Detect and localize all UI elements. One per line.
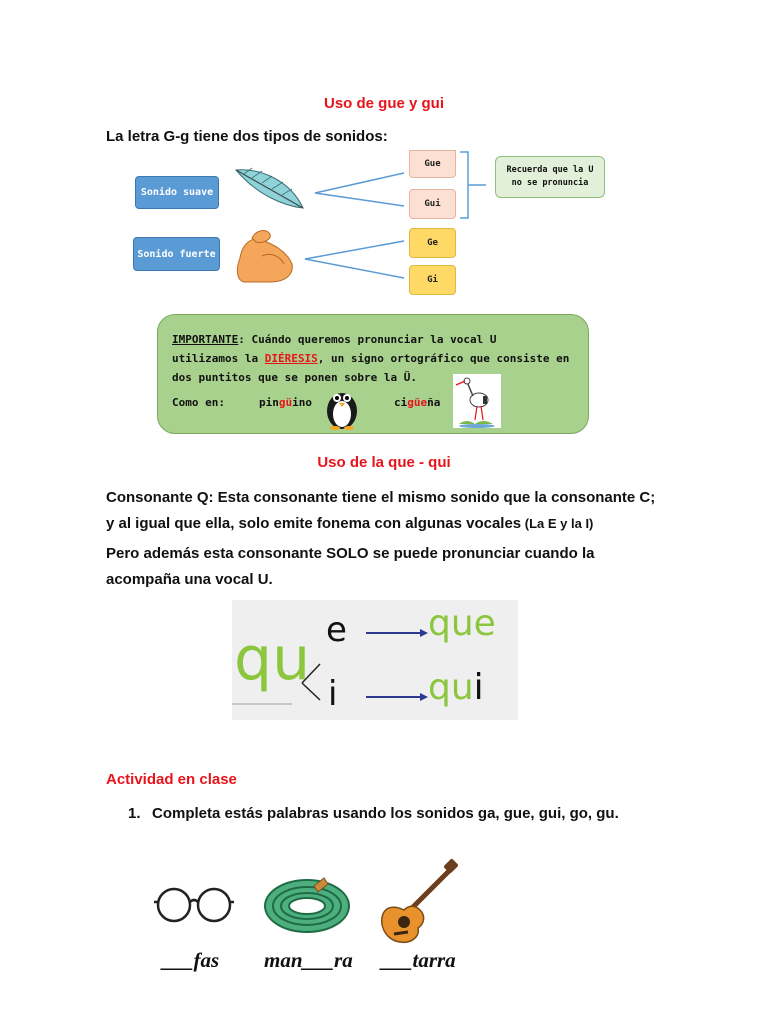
important-line2-post: , un signo ortográfico que consiste en [317, 352, 570, 365]
intro-line: La letra G-g tiene dos tipos de sonidos: [106, 128, 388, 145]
diagram-graphics [234, 151, 486, 283]
pinguino-c: ino [292, 396, 312, 409]
que-word-text: que [428, 603, 496, 644]
paragraph-solo: Pero además esta consonante SOLO se pued… [106, 545, 595, 588]
manguera-blank: ___ [302, 948, 335, 972]
dieresis-word: DIÉRESIS [264, 352, 318, 365]
example-pinguino: pingüino [259, 393, 312, 412]
qui-word: qui [428, 666, 484, 710]
arrow-strong-ge [304, 240, 405, 260]
guitarra-blank: ___ [381, 948, 413, 972]
arrow-soft-gui [314, 192, 405, 207]
ciguena-b: güe [407, 396, 428, 409]
activity-item-number: 1. [128, 805, 141, 822]
como-en-label: Como en: [172, 396, 225, 409]
qu-letters: qu [234, 624, 311, 694]
qui-word-i: i [473, 667, 484, 708]
important-line3: dos puntitos que se ponen sobre la Ü. [172, 371, 418, 384]
note-line-2: no se pronuncia [511, 178, 589, 188]
letter-i: i [328, 674, 338, 714]
letter-e: e [326, 610, 347, 650]
bracket [460, 151, 469, 219]
reminder-note: Recuerda que la U no se pronuncia [495, 156, 605, 198]
activity-title: Actividad en clase [106, 771, 237, 788]
gafas-blank: ___ [162, 948, 194, 972]
stork-icon [453, 374, 501, 428]
strong-sound-box: Sonido fuerte [133, 237, 220, 271]
penguin-icon [327, 393, 357, 430]
activity-item-text: Completa estás palabras usando los sonid… [152, 805, 619, 822]
arrow-soft-gue [314, 172, 405, 194]
manguera-pre: man [264, 948, 303, 972]
que-qui-graphics [232, 629, 428, 705]
note-line-1: Recuerda que la U [506, 165, 594, 175]
paragraph-q: Consonante Q: Esta consonante tiene el m… [106, 485, 666, 537]
gui-box: Gui [409, 189, 456, 219]
important-label: IMPORTANTE [172, 333, 239, 346]
qui-word-qu: qu [428, 667, 474, 708]
arrow-strong-gi [304, 258, 405, 279]
paragraph-q-paren: (La E y la I) [521, 516, 594, 531]
important-text: IMPORTANTE: Cuándo queremos pronunciar l… [172, 330, 569, 387]
important-line2-pre: utilizamos la [172, 352, 265, 365]
paragraph-q-main: Consonante Q: Esta consonante tiene el m… [106, 489, 656, 532]
feather-icon [234, 167, 304, 209]
title-que-qui: Uso de la que - qui [317, 454, 451, 471]
que-word: que [428, 602, 496, 646]
flexed-arm-icon [236, 230, 293, 283]
glasses-icon [154, 887, 234, 923]
word-gafas: ___fas [162, 948, 219, 973]
guitar-icon [380, 859, 458, 944]
important-line1: : Cuándo queremos pronunciar la vocal U [238, 333, 497, 346]
pinguino-a: pin [259, 396, 279, 409]
manguera-rest: ra [334, 948, 353, 972]
hose-icon [264, 877, 350, 933]
gi-box: Gi [409, 265, 456, 295]
pointer-e [301, 663, 321, 684]
guitarra-rest: tarra [412, 948, 456, 972]
word-guitarra: ___tarra [381, 948, 456, 973]
word-manguera: man___ra [264, 948, 353, 973]
ciguena-c: ña [427, 396, 441, 409]
important-box [157, 314, 589, 434]
pointer-i [301, 682, 321, 701]
soft-sound-box: Sonido suave [135, 176, 219, 209]
ge-box: Ge [409, 228, 456, 258]
title-gue-gui: Uso de gue y gui [323, 95, 444, 112]
ciguena-a: ci [394, 396, 408, 409]
gue-box: Gue [409, 150, 456, 178]
que-qui-image: qu e i que qui [232, 600, 518, 720]
pinguino-b: gü [278, 396, 293, 409]
gafas-rest: fas [193, 948, 220, 972]
example-ciguena: cigüeña [394, 393, 440, 412]
